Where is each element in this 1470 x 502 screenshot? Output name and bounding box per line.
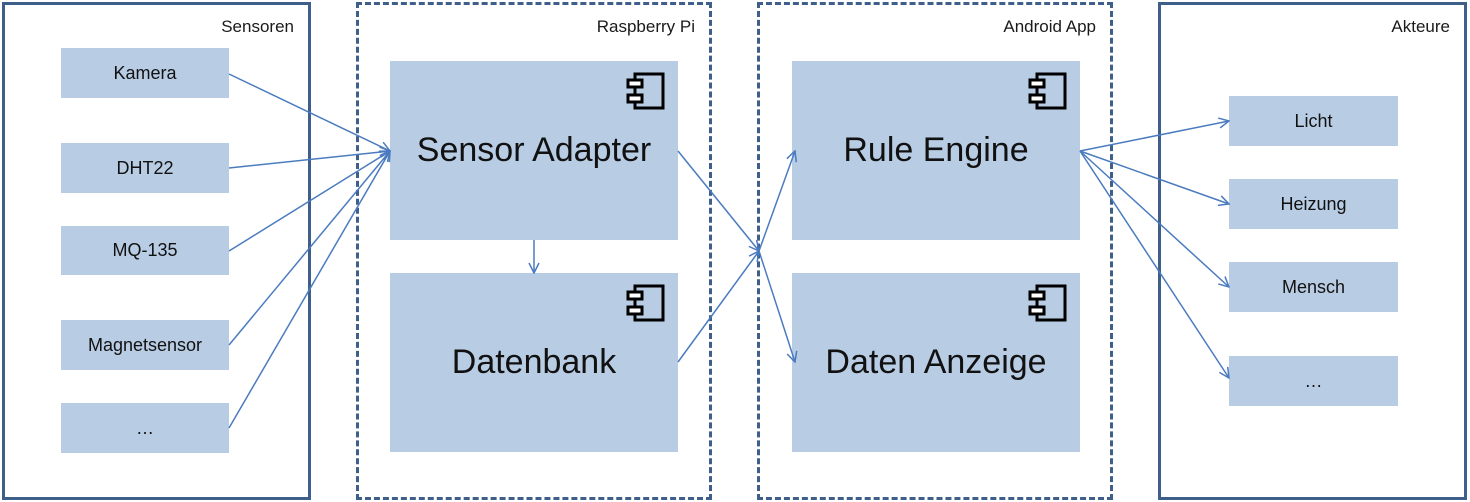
component-icon bbox=[1028, 72, 1067, 110]
arrow-magnet-adapter bbox=[228, 151, 390, 346]
arrow-rule-licht bbox=[1079, 121, 1229, 152]
rule-engine-component: Rule Engine bbox=[792, 61, 1080, 240]
datenbank-label: Datenbank bbox=[451, 343, 617, 381]
arrow-mq135-adapter bbox=[228, 151, 390, 252]
actor-heizung: Heizung bbox=[1229, 179, 1398, 229]
arrow-junction-daten-anzeige bbox=[758, 250, 795, 362]
component-icon bbox=[1028, 284, 1067, 322]
arrow-more-adapter bbox=[228, 151, 390, 429]
component-icon bbox=[626, 284, 665, 322]
actor-licht: Licht bbox=[1229, 96, 1398, 146]
arrow-junction-rule-engine bbox=[758, 151, 795, 252]
arrow-dht22-adapter bbox=[228, 151, 390, 169]
arrow-adapter-junction bbox=[677, 150, 759, 251]
rule-engine-label: Rule Engine bbox=[843, 131, 1029, 169]
arrow-rule-heizung bbox=[1079, 150, 1229, 204]
arrow-datenbank-junction bbox=[677, 251, 759, 363]
datenbank-component: Datenbank bbox=[390, 273, 678, 452]
sensor-magnetsensor: Magnetsensor bbox=[61, 320, 229, 370]
sensor-mq135: MQ-135 bbox=[61, 226, 229, 275]
sensoren-title: Sensoren bbox=[221, 17, 294, 36]
daten-anzeige-label: Daten Anzeige bbox=[825, 343, 1047, 381]
sensor-dht22: DHT22 bbox=[61, 143, 229, 193]
sensor-adapter-component: Sensor Adapter bbox=[390, 61, 678, 240]
sensor-more: … bbox=[61, 403, 229, 453]
android-app-title: Android App bbox=[1003, 17, 1096, 36]
actor-more: … bbox=[1229, 356, 1398, 406]
actor-mensch: Mensch bbox=[1229, 262, 1398, 312]
arrow-rule-mensch bbox=[1079, 150, 1229, 287]
raspberry-pi-frame: Raspberry Pi bbox=[356, 2, 712, 500]
sensor-kamera: Kamera bbox=[61, 48, 229, 98]
sensoren-frame: Sensoren bbox=[2, 2, 311, 500]
daten-anzeige-component: Daten Anzeige bbox=[792, 273, 1080, 452]
component-icon bbox=[626, 72, 665, 110]
sensor-adapter-label: Sensor Adapter bbox=[416, 131, 652, 169]
arrow-rule-more bbox=[1079, 150, 1229, 378]
arrow-kamera-adapter bbox=[228, 73, 390, 151]
raspberry-pi-title: Raspberry Pi bbox=[596, 17, 695, 36]
akteure-title: Akteure bbox=[1391, 17, 1450, 36]
akteure-frame: Akteure bbox=[1158, 2, 1467, 500]
